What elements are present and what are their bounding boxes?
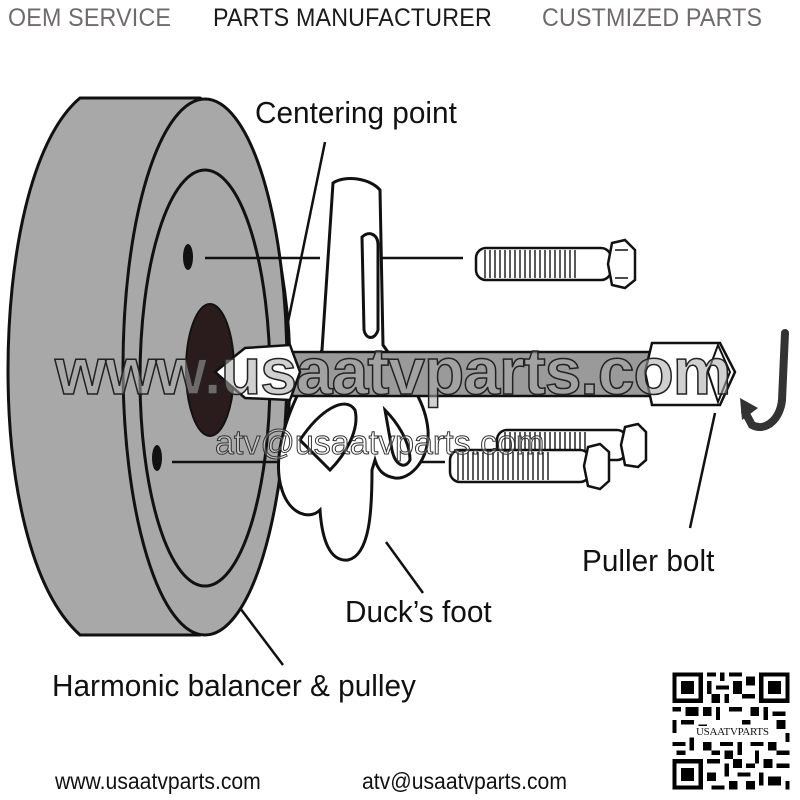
puller-bolt-leader xyxy=(688,412,717,529)
label-ducks-foot: Duck’s foot xyxy=(345,594,492,629)
centering-point-leader xyxy=(285,141,327,328)
hex-bolt-icon xyxy=(448,442,611,491)
header-customized-parts: CUSTMIZED PARTS xyxy=(542,4,763,32)
puller-bolt-icon xyxy=(213,341,737,407)
rotation-arrow-icon xyxy=(740,329,789,431)
qr-label: USAATVPARTS xyxy=(695,726,770,738)
header-parts-manufacturer: PARTS MANUFACTURER xyxy=(213,4,492,32)
header-banner: OEM SERVICE PARTS MANUFACTURER CUSTMIZED… xyxy=(0,4,800,36)
label-centering-point: Centering point xyxy=(255,95,457,130)
label-harmonic-balancer: Harmonic balancer & pulley xyxy=(52,668,416,703)
ducks-foot-leader xyxy=(384,541,425,594)
footer-website-link[interactable]: www.usaatvparts.com xyxy=(55,768,261,794)
header-oem-service: OEM SERVICE xyxy=(8,4,172,32)
pulley-icon xyxy=(6,96,292,637)
label-puller-bolt: Puller bolt xyxy=(582,543,715,578)
watermark-email: atv@usaatvparts.com xyxy=(214,424,545,463)
watermark-website: www.usaatvparts.com xyxy=(54,333,732,409)
hex-bolt-icon xyxy=(474,238,637,290)
footer-email-link[interactable]: atv@usaatvparts.com xyxy=(362,768,567,794)
harmonic-balancer-leader xyxy=(239,607,284,666)
